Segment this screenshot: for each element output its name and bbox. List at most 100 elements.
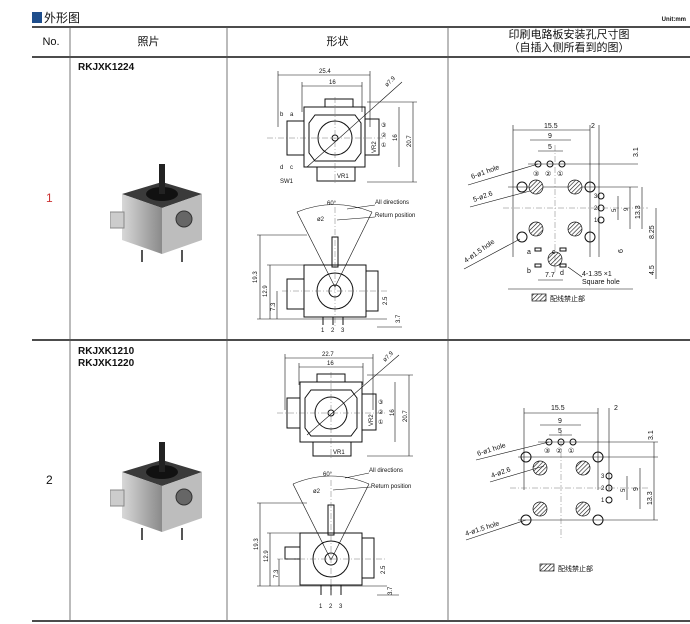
dimension-label: 13.3 — [647, 491, 654, 505]
drawing-mark — [306, 81, 403, 168]
header-photo: 照片 — [137, 35, 160, 48]
unit-label: Unit:mm — [661, 17, 686, 23]
drawing-mark — [597, 216, 605, 224]
dimension-label: 15.5 — [544, 123, 558, 130]
dimension-label: 3 — [601, 474, 605, 480]
header-no: No. — [42, 35, 60, 48]
drawing-mark — [545, 438, 553, 446]
drawing-mark — [463, 238, 521, 270]
drawing-mark — [304, 389, 358, 437]
dimension-label: SW1 — [280, 179, 294, 185]
model-name: RKJXK1220 — [78, 358, 135, 369]
dimension-label: ① — [568, 447, 574, 455]
dimension-label: All directions — [369, 468, 403, 474]
dimension-label: Return position — [371, 484, 411, 490]
dimension-label: ① — [378, 419, 383, 426]
dimension-label: a — [290, 112, 294, 118]
dimension-label: 1 — [594, 218, 598, 224]
section-title: 外形图 — [32, 9, 80, 26]
header-shape: 形状 — [326, 35, 349, 48]
drawing-mark — [336, 216, 376, 221]
drawing-mark — [286, 278, 305, 310]
drawing-mark — [361, 537, 375, 579]
drawing-mark — [584, 181, 596, 193]
dimension-label: 60° — [323, 472, 333, 478]
row-number: 2 — [46, 473, 53, 487]
dimension-label: 3.1 — [648, 430, 655, 440]
dimension-label: ø7.9 — [382, 350, 395, 363]
dimension-label: 2 — [594, 206, 598, 212]
drawing-mark — [292, 475, 370, 485]
dimension-label: 7.3 — [274, 569, 280, 578]
dimension-label: 2 — [331, 328, 335, 334]
dimension-label: 13.3 — [635, 205, 642, 219]
drawing-mark — [465, 519, 527, 541]
dimension-label: ø2 — [317, 217, 325, 223]
drawing-mark — [316, 166, 356, 182]
model-name: RKJXK1224 — [78, 62, 135, 73]
dimension-label: d — [560, 270, 564, 277]
drawing-mark — [584, 231, 596, 243]
title-marker-icon — [32, 12, 42, 23]
drawing-mark — [330, 483, 370, 561]
drawing-mark — [344, 472, 370, 479]
dimension-label: ø7.9 — [384, 75, 397, 88]
drawing-mark — [534, 263, 542, 268]
dimension-label: 9 — [633, 487, 640, 491]
dimension-label: 配线禁止部 — [558, 564, 593, 573]
dimension-label: 9 — [624, 207, 630, 211]
drawing-mark — [308, 114, 362, 162]
dimension-label: 1 — [321, 328, 325, 334]
dimension-label: d — [280, 165, 283, 171]
dimension-label: 配线禁止部 — [550, 294, 585, 303]
dimension-label: 2.5 — [383, 296, 389, 305]
dimension-label: ② — [378, 409, 384, 416]
dimension-label: 6-ø1 hole — [470, 164, 500, 181]
dimension-label: ③ — [378, 399, 383, 406]
dimension-label: 5 — [558, 428, 562, 435]
dimension-label: 4.5 — [649, 265, 656, 275]
row-number: 1 — [46, 191, 53, 205]
drawing-mark — [306, 354, 400, 436]
dimension-label: 4-ø1.5 hole — [464, 520, 500, 538]
dimension-label: ① — [557, 170, 563, 178]
dimension-label: 20.7 — [403, 410, 409, 422]
side-view: 60° All directions Return position ø2 19… — [253, 200, 415, 334]
dimension-label: b — [280, 112, 284, 118]
side-view: 60° All directions Return position ø2 19… — [254, 468, 411, 610]
dimension-label: 3.7 — [396, 314, 402, 323]
dimension-label: c — [290, 165, 293, 171]
drawing-mark — [332, 486, 372, 491]
dimension-label: VR1 — [333, 450, 345, 456]
dimension-label: 6 — [618, 249, 625, 253]
dimension-label: 12.9 — [263, 285, 269, 297]
dimension-label: VR2 — [369, 414, 375, 426]
drawing-mark — [567, 179, 583, 195]
dimension-label: 16 — [390, 409, 396, 416]
drawing-mark — [327, 504, 335, 536]
drawing-mark — [534, 247, 542, 252]
drawing-mark — [516, 231, 528, 243]
drawing-mark — [546, 160, 554, 168]
dimension-label: 3 — [341, 328, 345, 334]
dimension-label: 15.5 — [551, 405, 565, 412]
dimension-label: 8.25 — [649, 225, 656, 239]
drawing-mark — [575, 460, 591, 476]
top-view: 22.7 16 ø7.9 20.7 16 VR1 VR2 ③ ② ① — [277, 350, 413, 460]
dimension-label: 1 — [601, 498, 605, 504]
dimension-label: 19.3 — [253, 271, 259, 283]
dimension-label: 2 — [591, 123, 595, 130]
drawing-mark — [532, 460, 548, 476]
header-pcb: 印刷电路板安装孔尺寸图 （自插入侧所看到的图） — [508, 29, 630, 54]
drawing-mark — [296, 204, 373, 213]
drawing-mark — [292, 483, 332, 561]
drawing-mark — [605, 472, 613, 480]
drawing-mark — [592, 514, 604, 526]
dimension-label: 60° — [327, 201, 337, 207]
dimension-label: ② — [545, 171, 551, 178]
dimension-label: 9 — [558, 418, 562, 425]
dimension-label: 3 — [594, 194, 598, 200]
